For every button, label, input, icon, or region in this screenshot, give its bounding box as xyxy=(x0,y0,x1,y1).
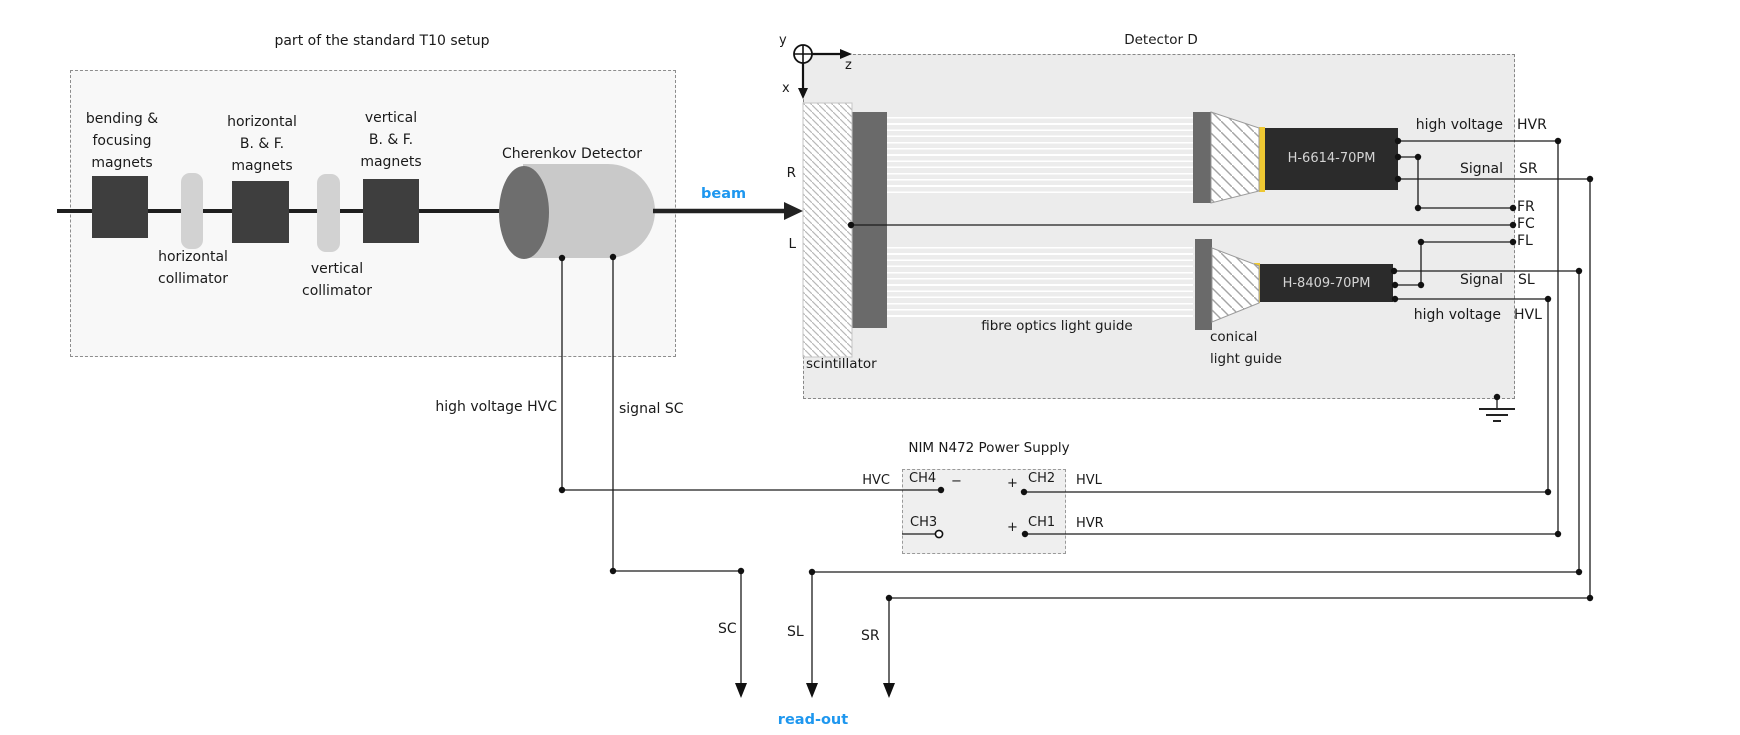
scintillator-label: scintillator xyxy=(806,356,877,372)
fibre-optics-label: fibre optics light guide xyxy=(981,318,1133,334)
hvc-wire-label: high voltage HVC xyxy=(435,399,557,415)
horizontal-bf-magnet xyxy=(232,181,289,243)
pmt-bottom-shape xyxy=(1260,264,1393,302)
top-pmt-window xyxy=(1259,127,1265,192)
wire-fr xyxy=(1398,156,1513,209)
axis-x-label: x xyxy=(782,81,790,96)
axis-y-label: y xyxy=(779,33,787,48)
readout-label: read-out xyxy=(777,712,849,728)
ch3-label: CH3 xyxy=(910,515,938,530)
wire-hvc xyxy=(561,258,941,491)
power-supply-box xyxy=(902,469,1066,554)
hvr-tag: HVR xyxy=(1517,117,1547,133)
sr-readout-tag: SR xyxy=(861,628,880,644)
beam-line-left xyxy=(57,209,523,213)
wire-sr xyxy=(888,178,1591,684)
ch4-label: CH4 xyxy=(909,471,937,486)
wire-hvl xyxy=(1024,298,1549,493)
fc-tag: FC xyxy=(1517,216,1535,232)
bottom-signal-label: Signal xyxy=(1459,272,1503,288)
ch2-label: CH2 xyxy=(1028,471,1056,486)
detector-d-title: Detector D xyxy=(1124,32,1198,48)
axis-z-label: z xyxy=(845,58,852,73)
sc-wire-label: signal SC xyxy=(619,401,684,417)
sr-tag: SR xyxy=(1519,161,1538,177)
cherenkov-face xyxy=(499,166,549,259)
hvr-out-label: HVR xyxy=(1076,516,1104,531)
bending-focusing-magnet xyxy=(92,176,148,238)
power-supply-title: NIM N472 Power Supply xyxy=(908,440,1070,456)
ch2-polarity: + xyxy=(1007,476,1018,491)
bending-magnets-label: bending & focusing magnets xyxy=(85,111,159,171)
fibre-bundle-top xyxy=(887,117,1193,197)
top-signal-label: Signal xyxy=(1459,161,1503,177)
wire-sc xyxy=(612,257,742,684)
hvl-tag: HVL xyxy=(1514,307,1542,323)
coordinate-axes xyxy=(793,44,840,88)
signal-wires xyxy=(561,140,1591,684)
detector-d-box xyxy=(803,54,1515,399)
cherenkov-label: Cherenkov Detector xyxy=(501,146,643,162)
horizontal-collimator-shape xyxy=(181,173,203,249)
ch4-polarity: − xyxy=(951,474,962,489)
top-guide-bar xyxy=(1193,112,1211,203)
side-l-label: L xyxy=(788,236,796,252)
readout-arrowheads xyxy=(735,683,895,698)
pmt-bottom-label: H-8409-70PM xyxy=(1282,276,1371,291)
fibre-bundle-bottom xyxy=(887,247,1193,317)
horizontal-magnets-label: horizontal B. & F. magnets xyxy=(227,114,297,174)
horizontal-collimator-label: horizontal collimator xyxy=(158,249,228,287)
hvc-in-label: HVC xyxy=(862,473,890,488)
vertical-bf-magnet xyxy=(363,179,419,243)
z-axis-arrowhead xyxy=(840,49,852,59)
ch1-polarity: + xyxy=(1007,520,1018,535)
x-axis-arrowhead xyxy=(798,88,808,99)
scintillator-shape xyxy=(802,102,853,358)
conical-light-guide-label: conical light guide xyxy=(1210,329,1282,367)
wire-fl xyxy=(1395,241,1513,286)
ch3-open-terminal xyxy=(934,529,944,539)
scintillator-coupling-bar xyxy=(850,112,887,328)
bottom-high-voltage-label: high voltage xyxy=(1413,307,1501,323)
vertical-collimator-shape xyxy=(317,174,340,252)
side-r-label: R xyxy=(786,165,796,181)
pmt-top-label: H-6614-70PM xyxy=(1287,151,1376,166)
junction-dots xyxy=(558,137,1594,602)
pmt-top-shape xyxy=(1265,128,1398,190)
top-high-voltage-label: high voltage xyxy=(1415,117,1503,133)
bottom-guide-bar xyxy=(1195,239,1212,330)
beam-label: beam xyxy=(701,186,747,202)
fl-tag: FL xyxy=(1517,233,1533,249)
t10-title: part of the standard T10 setup xyxy=(274,33,490,49)
vertical-magnets-label: vertical B. & F. magnets xyxy=(360,110,422,170)
sc-readout-tag: SC xyxy=(718,621,737,637)
hvl-out-label: HVL xyxy=(1076,473,1102,488)
beam-arrow xyxy=(653,202,803,220)
sl-readout-tag: SL xyxy=(787,624,804,640)
conical-light-guide-top xyxy=(1210,111,1260,204)
ch1-label: CH1 xyxy=(1028,515,1056,530)
vertical-collimator-label: vertical collimator xyxy=(302,261,372,299)
conical-light-guide-bottom xyxy=(1211,247,1260,323)
wire-hvr xyxy=(1025,140,1559,535)
ground-symbol xyxy=(1479,408,1515,422)
sl-tag: SL xyxy=(1518,272,1535,288)
fr-tag: FR xyxy=(1517,199,1535,215)
